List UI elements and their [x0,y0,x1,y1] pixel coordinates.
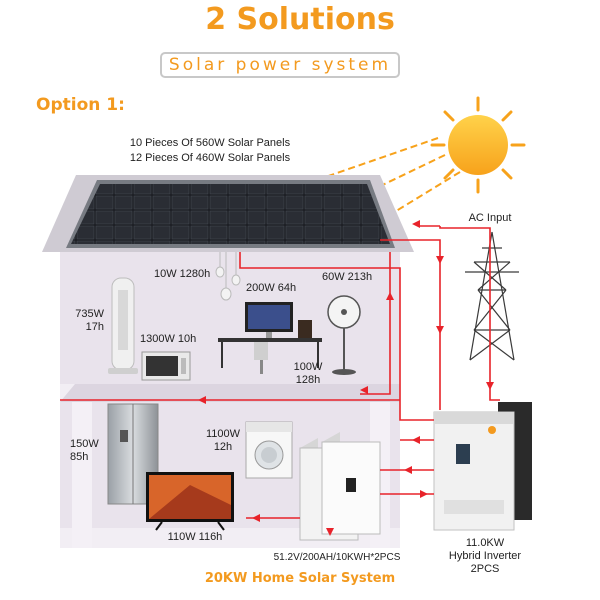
flow-arrows [198,220,494,536]
ac-input-label: AC Input [468,212,512,224]
desk-computer-icon [218,302,322,374]
fridge-power-label: 150W [70,438,99,450]
footer-caption: 20KW Home Solar System [204,571,396,586]
microwave-icon [141,351,191,381]
lamp-label: 10W 1280h [154,268,211,280]
solar-panels [66,180,395,248]
inverter-qty-label: 2PCS [470,563,500,575]
microwave-label: 1300W 10h [140,333,197,345]
washer-hours-label: 12h [213,441,233,453]
tower-fan-hours-label: 17h [85,321,104,333]
panels-label-1: 10 Pieces Of 560W Solar Panels [129,137,291,149]
inverter-icon [433,402,532,531]
tower-fan-icon [108,277,138,374]
washer-power-label: 1100W [205,428,241,440]
standing-fan-icon [327,295,361,375]
lamp-icon [215,252,241,301]
computer-label: 200W 64h [246,282,297,294]
fan-label: 60W 213h [322,271,373,283]
inverter-name-label: Hybrid Inverter [448,550,522,562]
speaker-power-label: 100W [293,361,323,373]
tower-fan-power-label: 735W [75,308,104,320]
power-tower-icon [465,231,519,361]
sun-icon [430,96,526,194]
fridge-hours-label: 85h [70,451,89,463]
page-title: 2 Solutions [205,2,395,37]
subtitle-box: Solar power system [160,52,400,78]
battery-spec-label: 51.2V/200AH/10KWH*2PCS [273,552,401,563]
option-label: Option 1: [36,95,125,115]
tv-label: 110W 116h [167,531,223,543]
washing-machine-icon [245,421,293,479]
speaker-hours-label: 128h [295,374,321,386]
tv-icon [146,472,234,531]
panels-label-2: 12 Pieces Of 460W Solar Panels [129,152,291,164]
battery-icon [299,432,381,541]
inverter-power-label: 11.0KW [465,537,505,549]
